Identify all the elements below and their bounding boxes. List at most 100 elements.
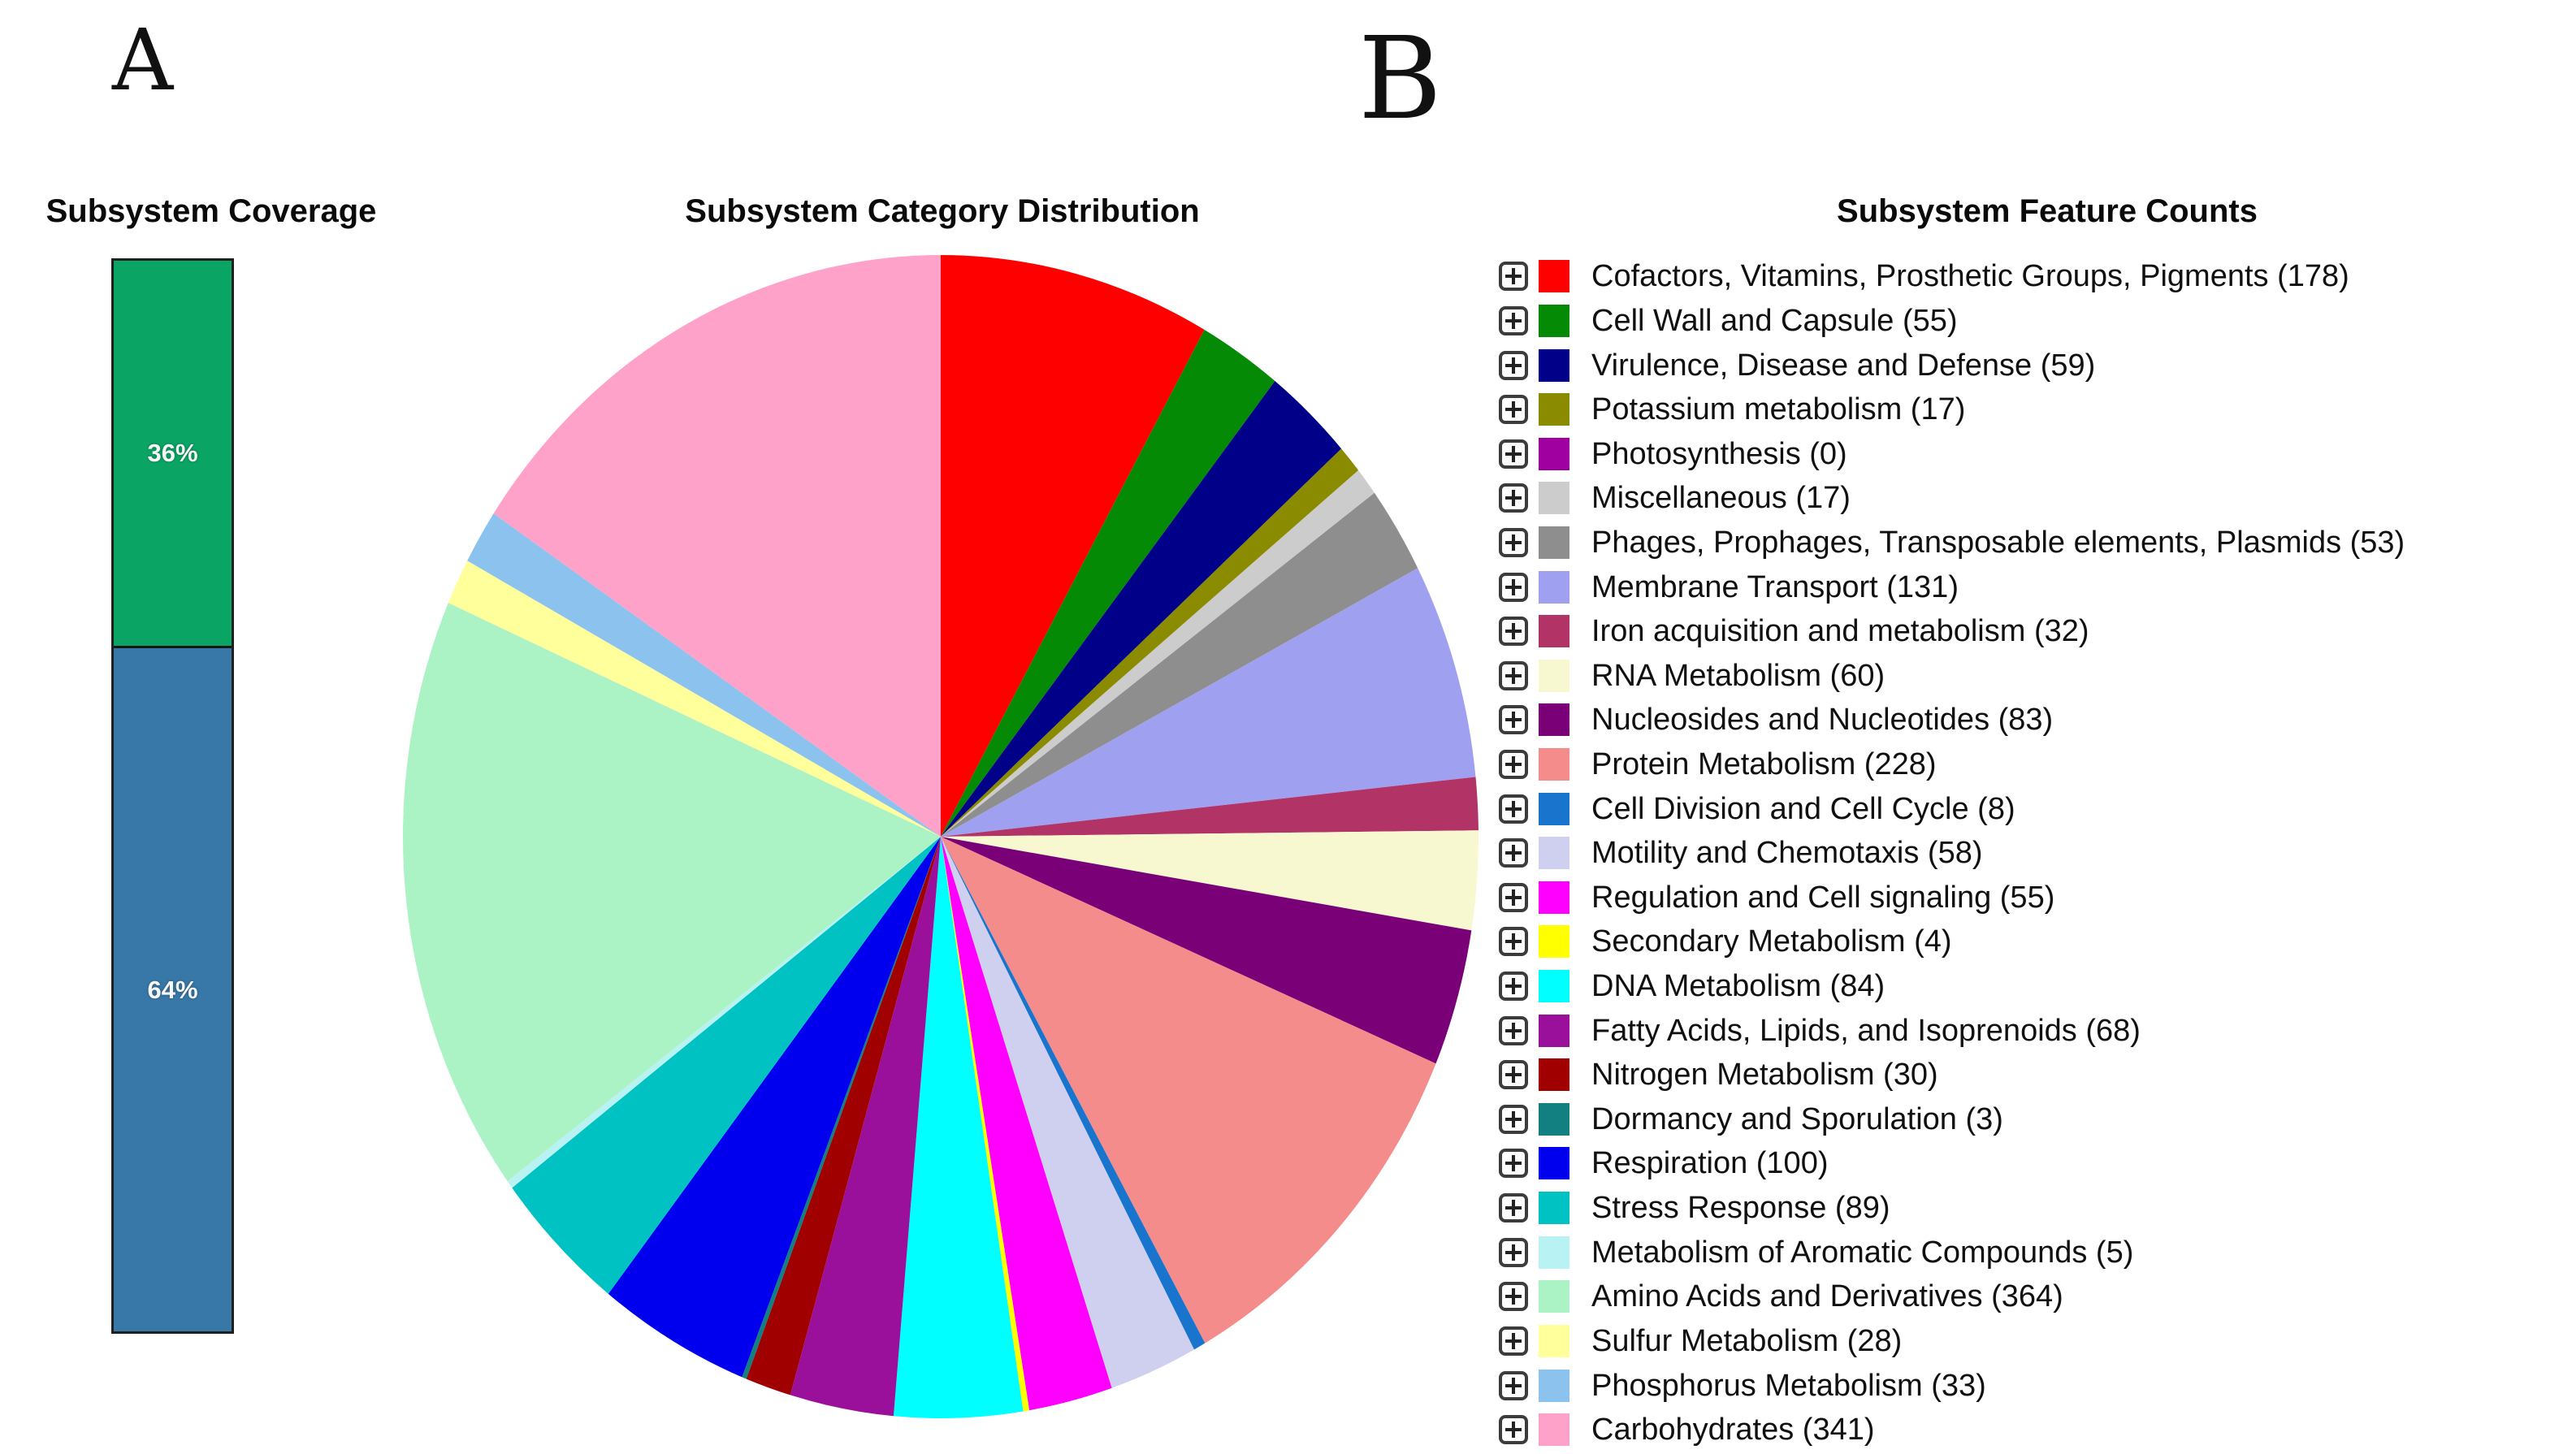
expand-plus-icon[interactable] xyxy=(1499,395,1528,425)
plus-bar xyxy=(1512,357,1515,374)
legend-item: DNA Metabolism (84) xyxy=(1499,964,2405,1009)
legend-color-swatch xyxy=(1539,437,1569,470)
legend-item: Cell Division and Cell Cycle (8) xyxy=(1499,786,2405,831)
expand-plus-icon[interactable] xyxy=(1499,971,1528,1002)
pie-slice[interactable] xyxy=(941,837,1194,1388)
pie-slice[interactable] xyxy=(941,837,1206,1350)
expand-plus-icon[interactable] xyxy=(1499,1015,1528,1045)
pie-slice[interactable] xyxy=(941,777,1478,837)
pie-slice[interactable] xyxy=(893,837,1024,1418)
legend-item-label: Iron acquisition and metabolism (32) xyxy=(1591,614,2089,649)
pie-slice[interactable] xyxy=(941,837,1472,1064)
pie-slice[interactable] xyxy=(493,255,941,837)
legend-item: Phages, Prophages, Transposable elements… xyxy=(1499,521,2405,565)
legend-color-swatch xyxy=(1539,792,1569,825)
plus-bar xyxy=(1512,1110,1515,1127)
plus-bar xyxy=(1512,1244,1515,1261)
legend-item: Membrane Transport (131) xyxy=(1499,565,2405,609)
expand-plus-icon[interactable] xyxy=(1499,1370,1528,1400)
pie-slice[interactable] xyxy=(402,603,941,1182)
pie-slice[interactable] xyxy=(941,470,1375,837)
pie-slice[interactable] xyxy=(941,837,1112,1411)
expand-plus-icon[interactable] xyxy=(1499,439,1528,469)
expand-plus-icon[interactable] xyxy=(1499,350,1528,380)
expand-plus-icon[interactable] xyxy=(1499,483,1528,513)
coverage-segment-not-in-subsystems: 64% xyxy=(114,646,232,1331)
plus-bar xyxy=(1512,933,1515,950)
pie-slice[interactable] xyxy=(742,837,941,1379)
expand-plus-icon[interactable] xyxy=(1499,1282,1528,1312)
pie-slice[interactable] xyxy=(941,448,1359,837)
pie-slice[interactable] xyxy=(941,381,1342,837)
pie-slice[interactable] xyxy=(448,560,941,837)
pie-slice[interactable] xyxy=(790,837,941,1417)
legend-color-swatch xyxy=(1539,970,1569,1003)
plus-bar xyxy=(1512,445,1515,462)
legend-item: Motility and Chemotaxis (58) xyxy=(1499,831,2405,876)
legend-color-swatch xyxy=(1539,615,1569,648)
pie-slice[interactable] xyxy=(941,329,1275,837)
legend-item-label: Stress Response (89) xyxy=(1591,1191,1890,1226)
expand-plus-icon[interactable] xyxy=(1499,705,1528,735)
expand-plus-icon[interactable] xyxy=(1499,1149,1528,1179)
expand-plus-icon[interactable] xyxy=(1499,527,1528,557)
legend-item: Miscellaneous (17) xyxy=(1499,476,2405,521)
legend-item-label: Dormancy and Sporulation (3) xyxy=(1591,1101,2003,1136)
legend-color-swatch xyxy=(1539,1147,1569,1180)
expand-plus-icon[interactable] xyxy=(1499,882,1528,912)
pie-slice[interactable] xyxy=(507,837,941,1188)
expand-plus-icon[interactable] xyxy=(1499,1193,1528,1223)
expand-plus-icon[interactable] xyxy=(1499,750,1528,779)
pie-slice[interactable] xyxy=(746,837,941,1396)
expand-plus-icon[interactable] xyxy=(1499,572,1528,602)
plus-bar xyxy=(1512,889,1515,906)
plus-bar xyxy=(1512,534,1515,551)
coverage-percent-label: 64% xyxy=(147,975,198,1004)
legend-color-swatch xyxy=(1539,1014,1569,1047)
legend-item-label: Cell Division and Cell Cycle (8) xyxy=(1591,791,2015,826)
legend-color-swatch xyxy=(1539,837,1569,870)
pie-slice[interactable] xyxy=(941,492,1418,837)
expand-plus-icon[interactable] xyxy=(1499,1326,1528,1356)
expand-plus-icon[interactable] xyxy=(1499,617,1528,647)
legend-color-swatch xyxy=(1539,526,1569,559)
expand-plus-icon[interactable] xyxy=(1499,262,1528,292)
plus-bar xyxy=(1512,845,1515,862)
expand-plus-icon[interactable] xyxy=(1499,1415,1528,1445)
legend-item-label: Photosynthesis (0) xyxy=(1591,436,1847,471)
legend-color-swatch xyxy=(1539,304,1569,337)
subsystem-coverage-bar: 36% 64% xyxy=(111,258,234,1334)
pie-slice[interactable] xyxy=(941,568,1476,837)
expand-plus-icon[interactable] xyxy=(1499,1104,1528,1134)
pie-slice[interactable] xyxy=(941,255,1205,837)
legend-item: Photosynthesis (0) xyxy=(1499,431,2405,476)
expand-plus-icon[interactable] xyxy=(1499,660,1528,690)
pie-slice[interactable] xyxy=(467,513,941,837)
plus-bar xyxy=(1512,623,1515,640)
expand-plus-icon[interactable] xyxy=(1499,1060,1528,1090)
legend-color-swatch xyxy=(1539,1280,1569,1313)
panel-a-label: A xyxy=(112,11,174,110)
pie-slice[interactable] xyxy=(512,837,941,1294)
legend-item: Metabolism of Aromatic Compounds (5) xyxy=(1499,1230,2405,1274)
legend-item-label: Amino Acids and Derivatives (364) xyxy=(1591,1279,2063,1314)
expand-plus-icon[interactable] xyxy=(1499,794,1528,824)
legend-item: RNA Metabolism (60) xyxy=(1499,653,2405,698)
plus-bar xyxy=(1512,578,1515,595)
pie-slice[interactable] xyxy=(941,837,1436,1344)
plus-bar xyxy=(1512,1377,1515,1394)
legend-item: Virulence, Disease and Defense (59) xyxy=(1499,343,2405,387)
expand-plus-icon[interactable] xyxy=(1499,1237,1528,1267)
legend-color-swatch xyxy=(1539,703,1569,737)
expand-plus-icon[interactable] xyxy=(1499,305,1528,335)
plus-bar xyxy=(1512,1022,1515,1039)
expand-plus-icon[interactable] xyxy=(1499,838,1528,868)
pie-slice[interactable] xyxy=(941,837,1030,1412)
legend-item: Potassium metabolism (17) xyxy=(1499,387,2405,432)
pie-slice[interactable] xyxy=(608,837,941,1378)
plus-bar xyxy=(1512,490,1515,507)
expand-plus-icon[interactable] xyxy=(1499,927,1528,957)
legend-item-label: Regulation and Cell signaling (55) xyxy=(1591,880,2055,915)
pie-slice[interactable] xyxy=(941,830,1478,931)
legend-color-swatch xyxy=(1539,925,1569,959)
